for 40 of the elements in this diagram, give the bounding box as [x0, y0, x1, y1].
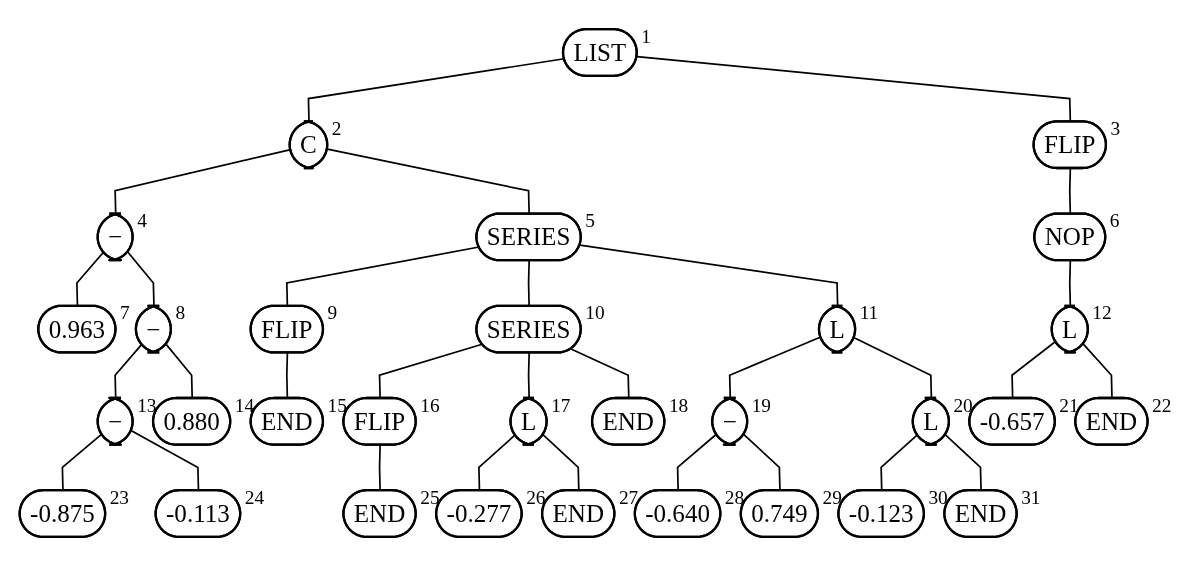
- node-number: 17: [551, 394, 571, 416]
- node-number: 16: [420, 394, 440, 416]
- ellipse-node: 0.963: [37, 304, 117, 354]
- node-number: 10: [585, 302, 605, 324]
- node-number: 9: [327, 302, 338, 324]
- node-number: 6: [1109, 210, 1120, 232]
- ellipse-node: L: [1050, 304, 1089, 354]
- ellipse-node: LIST: [561, 27, 638, 77]
- ellipse-node: -0.113: [154, 489, 242, 539]
- ellipse-node: −: [134, 304, 172, 354]
- node-number: 3: [1110, 118, 1121, 139]
- node-number: 23: [109, 486, 129, 508]
- node-number: 12: [1092, 302, 1112, 324]
- ellipse-node: L: [911, 396, 950, 446]
- node-number: 22: [1152, 394, 1172, 416]
- ellipse-node: L: [817, 304, 857, 354]
- node-number: 19: [751, 394, 772, 416]
- ellipse-node: -0.875: [18, 489, 107, 539]
- ellipse-node: END: [590, 396, 666, 446]
- ellipse-node: NOP: [1033, 212, 1107, 262]
- ellipse-node: −: [96, 396, 134, 446]
- node-number: 31: [1021, 486, 1041, 508]
- ellipse-node: SERIES: [475, 304, 582, 354]
- node-number: 2: [331, 118, 342, 139]
- ellipse-node: L: [509, 396, 548, 446]
- node-number: 24: [244, 486, 265, 508]
- node-number: 7: [120, 302, 130, 324]
- ellipse-node: −: [96, 212, 134, 262]
- ellipse-node: C: [288, 120, 329, 170]
- node-number: 4: [137, 210, 147, 232]
- node-number: 8: [175, 302, 186, 324]
- node-number: 1: [641, 25, 651, 47]
- node-number: 18: [668, 394, 689, 416]
- ellipse-node: FLIP: [1032, 120, 1108, 170]
- ellipse-node: FLIP: [249, 304, 325, 354]
- node-number: 5: [585, 210, 595, 232]
- ellipse-node: END: [342, 489, 417, 539]
- ellipse-node: −: [711, 396, 749, 446]
- node-number: 11: [859, 302, 879, 324]
- ellipse-node: SERIES: [475, 212, 582, 262]
